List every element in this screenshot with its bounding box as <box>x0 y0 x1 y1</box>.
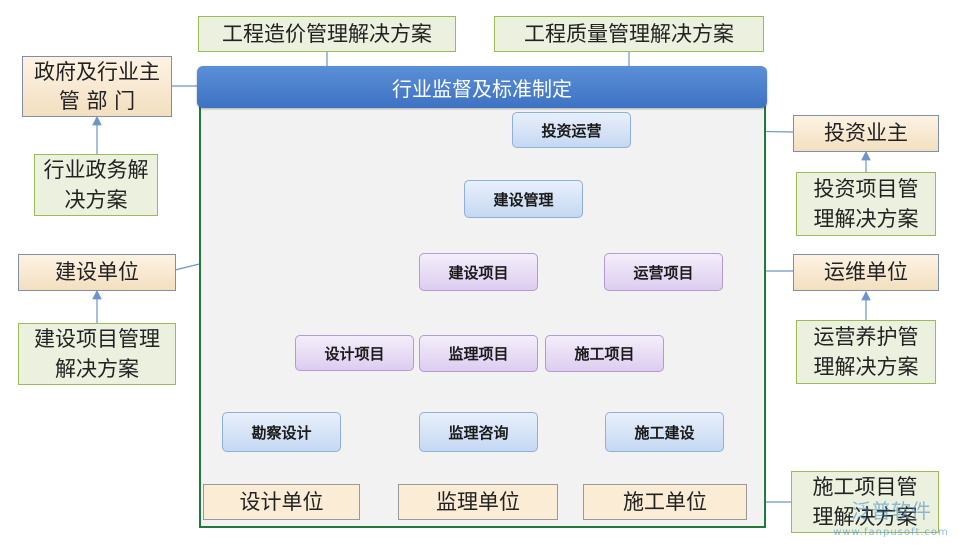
diagram-frame <box>199 96 766 528</box>
investor-solution-box: 投资项目管理解决方案 <box>796 172 936 236</box>
watermark: 泛普软件 www.fanpusoft.com <box>826 500 956 544</box>
quality-solution-box: 工程质量管理解决方案 <box>494 16 764 52</box>
construction-unit-box: 施工单位 <box>583 484 747 520</box>
watermark-url: www.fanpusoft.com <box>833 527 949 538</box>
gov-solution-box: 行业政务解决方案 <box>34 154 158 216</box>
node-build-mgmt: 建设管理 <box>464 180 583 218</box>
node-supervision-project: 监理项目 <box>419 335 538 372</box>
industry-supervision-banner: 行业监督及标准制定 <box>197 66 767 108</box>
cost-solution-box: 工程造价管理解决方案 <box>198 16 456 52</box>
watermark-name: 泛普软件 <box>851 499 931 523</box>
node-invest-ops: 投资运营 <box>512 112 631 148</box>
investor-box: 投资业主 <box>793 115 939 152</box>
design-unit-box: 设计单位 <box>203 484 360 520</box>
supervision-unit-box: 监理单位 <box>398 484 558 520</box>
gov-authority-box: 政府及行业主 管 部 门 <box>22 56 172 117</box>
node-ops-project: 运营项目 <box>604 253 723 291</box>
node-construction-project: 施工项目 <box>545 335 664 372</box>
builder-unit-box: 建设单位 <box>18 254 176 291</box>
construction-solution-box: 施工项目管理解决方案 <box>791 471 939 533</box>
node-supervision-consult: 监理咨询 <box>419 412 538 452</box>
node-build-project: 建设项目 <box>419 253 538 291</box>
node-construction-build: 施工建设 <box>605 412 724 452</box>
node-design-project: 设计项目 <box>295 335 414 371</box>
operator-solution-box: 运营养护管理解决方案 <box>796 320 936 384</box>
builder-solution-box: 建设项目管理解决方案 <box>18 323 176 385</box>
operator-unit-box: 运维单位 <box>793 254 939 291</box>
node-survey-design: 勘察设计 <box>222 412 341 452</box>
